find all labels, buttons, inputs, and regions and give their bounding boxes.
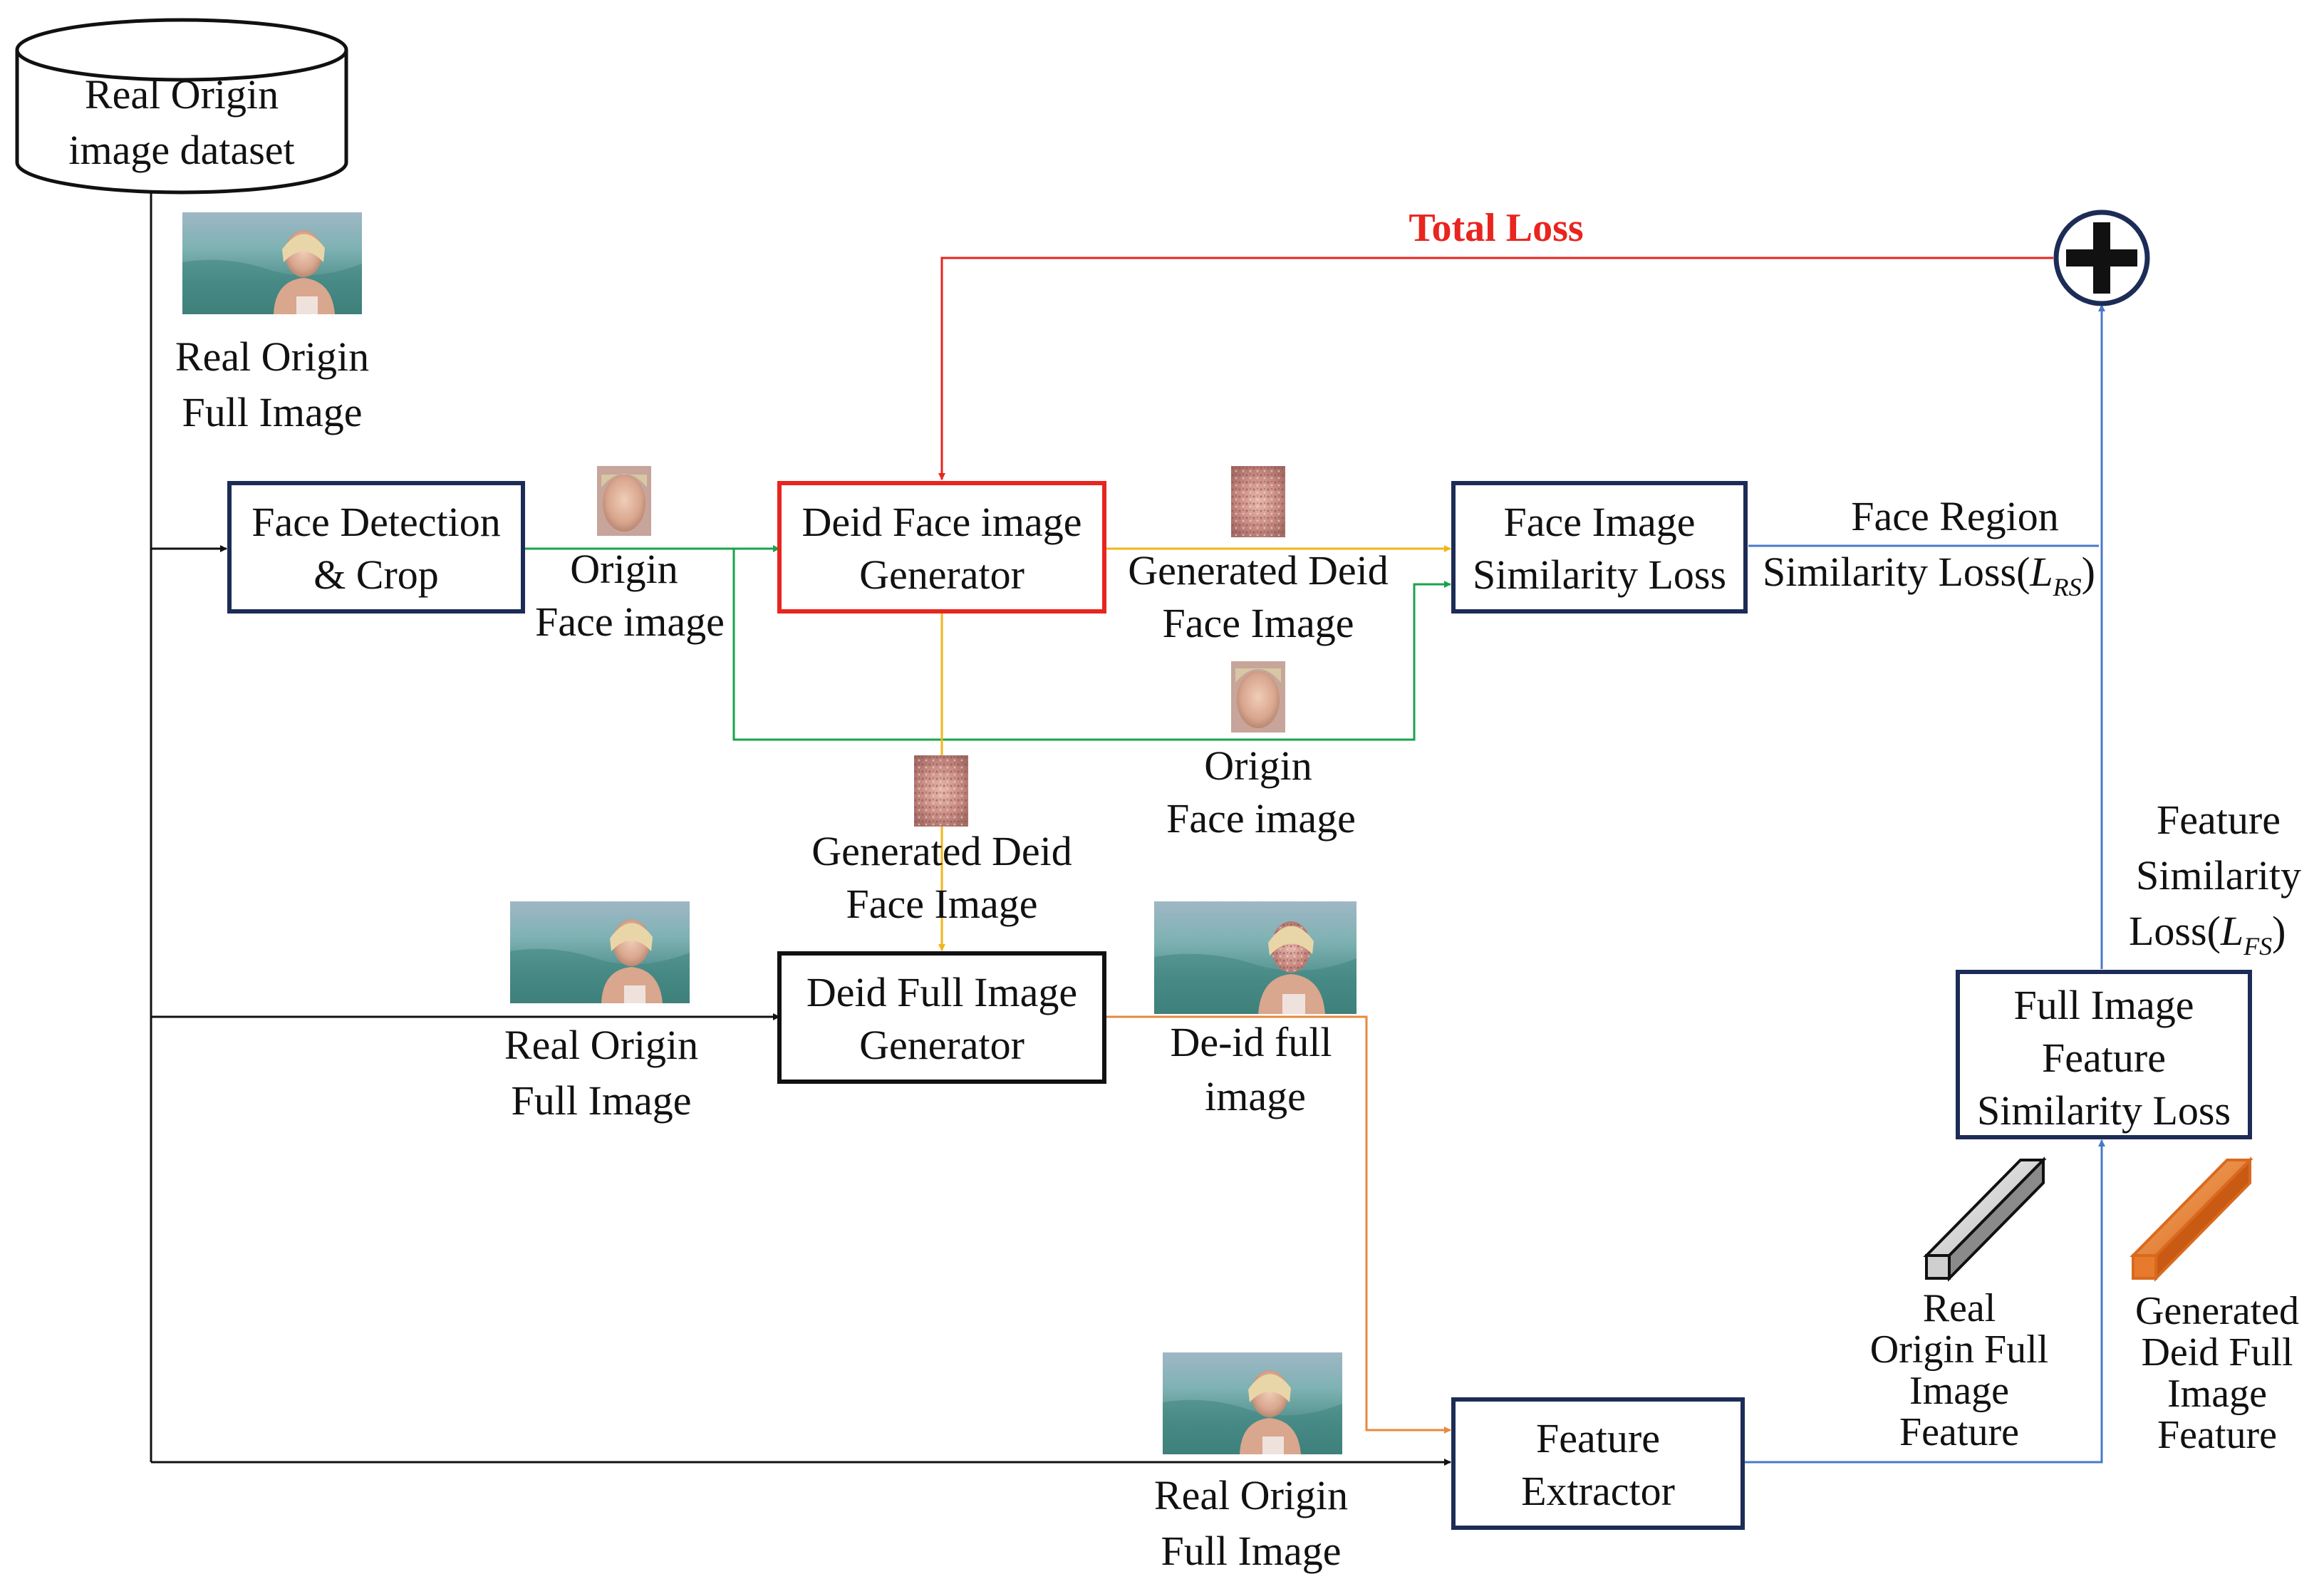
caption-real-full-mid-2: Full Image (512, 1077, 692, 1124)
deid-full-generator-line1: Deid Full Image (806, 969, 1077, 1015)
deid-full-generator-line2: Generator (859, 1022, 1024, 1068)
caption-origin-face-2-2: Face image (1166, 795, 1356, 842)
caption-generated-deid-2-2: Face Image (846, 881, 1038, 927)
caption-deid-full-2: image (1205, 1073, 1306, 1119)
caption-origin-face-1-2: Face image (535, 599, 725, 645)
dataset-label-line2: image dataset (68, 127, 294, 173)
face-similarity-box: Face Image Similarity Loss (1451, 481, 1748, 614)
caption-generated-feature-3: Image (2167, 1372, 2267, 1416)
thumb-origin-face-1 (597, 466, 651, 536)
caption-real-feature-1: Real (1923, 1286, 1996, 1330)
blue-features-to-loss (1743, 1139, 2105, 1464)
feature-extractor-line2: Extractor (1521, 1468, 1675, 1514)
caption-feature-loss-1: Feature (2157, 797, 2281, 843)
caption-generated-feature-4: Feature (2157, 1413, 2277, 1457)
plus-circle-icon (2053, 209, 2150, 306)
face-detection-line1: Face Detection (251, 499, 500, 545)
caption-real-feature-2: Origin Full (1870, 1327, 2048, 1372)
face-similarity-line1: Face Image (1504, 499, 1696, 545)
feature-extractor-line1: Feature (1536, 1415, 1660, 1461)
caption-origin-face-1-1: Origin (570, 546, 678, 592)
caption-real-full-bottom-2: Full Image (1161, 1528, 1342, 1574)
thumb-real-full-top (182, 212, 362, 314)
total-loss-label: Total Loss (1409, 206, 1583, 250)
caption-face-region-loss-1: Face Region (1851, 493, 2059, 539)
full-feature-loss-line3: Similarity Loss (1977, 1087, 2231, 1134)
caption-real-full-mid-1: Real Origin (504, 1022, 698, 1068)
dataset-cylinder: Real Origin image dataset (15, 18, 348, 195)
face-detection-crop-box: Face Detection & Crop (227, 481, 525, 614)
thumb-generated-deid-1 (1231, 466, 1285, 537)
caption-real-feature-4: Feature (1899, 1410, 2019, 1454)
deid-full-generator-box: Deid Full Image Generator (777, 951, 1106, 1084)
caption-real-full-top-1: Real Origin (175, 333, 369, 380)
generated-feature-bar-icon (2130, 1156, 2253, 1282)
caption-face-region-loss-2: Similarity Loss(LRS) (1763, 549, 2095, 601)
thumb-real-full-mid (510, 901, 690, 1003)
face-detection-line2: & Crop (313, 552, 439, 598)
caption-feature-loss-3: Loss(LFS) (2129, 908, 2286, 961)
full-feature-loss-box: Full Image Feature Similarity Loss (1956, 970, 2252, 1139)
caption-generated-deid-1-2: Face Image (1163, 600, 1354, 646)
thumb-generated-deid-2 (914, 755, 968, 827)
thumb-deid-full (1154, 901, 1356, 1014)
feature-extractor-box: Feature Extractor (1451, 1397, 1745, 1530)
caption-generated-deid-2-1: Generated Deid (811, 828, 1072, 874)
caption-real-full-bottom-1: Real Origin (1154, 1472, 1348, 1518)
caption-real-feature-3: Image (1909, 1369, 2009, 1413)
caption-generated-feature-2: Deid Full (2141, 1330, 2293, 1375)
dataset-label-line1: Real Origin (85, 71, 279, 118)
deid-face-generator-line1: Deid Face image (802, 499, 1082, 545)
deid-face-generator-box: Deid Face image Generator (777, 481, 1106, 614)
orange-to-feature-extractor (1104, 1015, 1451, 1434)
green-to-face-similarity (732, 549, 1451, 741)
real-feature-bar-icon (1923, 1156, 2047, 1282)
caption-generated-feature-1: Generated (2135, 1289, 2299, 1333)
caption-deid-full-1: De-id full (1170, 1019, 1332, 1065)
thumb-origin-face-2 (1231, 661, 1285, 733)
full-feature-loss-line2: Feature (2042, 1035, 2166, 1081)
caption-real-full-top-2: Full Image (182, 389, 363, 435)
face-similarity-line2: Similarity Loss (1473, 552, 1726, 598)
thumb-real-full-bottom (1163, 1352, 1342, 1454)
caption-origin-face-2-1: Origin (1204, 742, 1312, 789)
caption-feature-loss-2: Similarity (2136, 852, 2301, 899)
total-loss-line (938, 257, 2053, 480)
deid-face-generator-line2: Generator (859, 552, 1024, 598)
caption-generated-deid-1-1: Generated Deid (1128, 547, 1389, 594)
full-feature-loss-line1: Full Image (2014, 982, 2194, 1028)
